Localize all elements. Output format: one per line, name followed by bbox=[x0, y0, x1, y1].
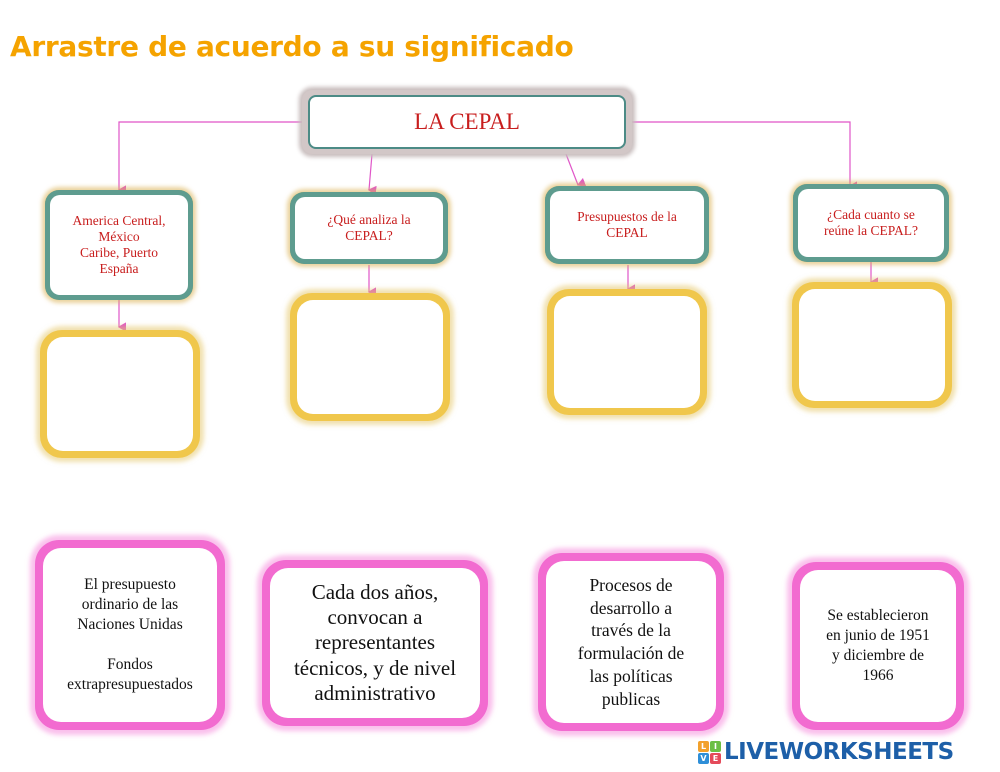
connector-root-to-q3 bbox=[565, 153, 587, 187]
card-4-line: 1966 bbox=[862, 667, 894, 685]
question-box-2: ¿Qué analiza la CEPAL? bbox=[290, 192, 448, 264]
card-1-line: El presupuesto bbox=[84, 575, 176, 593]
question-4-line: ¿Cada cuanto se bbox=[827, 206, 915, 222]
answer-card-1[interactable]: El presupuesto ordinario de las Naciones… bbox=[35, 540, 225, 730]
question-box-1: America Central, México Caribe, Puerto E… bbox=[45, 190, 193, 300]
question-1-line: Caribe, Puerto bbox=[80, 245, 158, 260]
question-3-line: Presupuestos de la bbox=[577, 208, 677, 224]
card-2-line: Cada dos años, bbox=[311, 580, 439, 605]
question-box-4: ¿Cada cuanto se reúne la CEPAL? bbox=[793, 184, 949, 262]
connector-root-to-q1 bbox=[117, 121, 302, 195]
card-2-line: representantes bbox=[314, 630, 436, 655]
drop-zone-3[interactable] bbox=[547, 289, 707, 415]
card-4-line: y diciembre de bbox=[831, 647, 925, 664]
answer-card-3[interactable]: Procesos de desarrollo a través de la fo… bbox=[538, 553, 724, 731]
card-1-line: Fondos bbox=[107, 656, 153, 674]
question-1-line: America Central, bbox=[72, 212, 166, 228]
connector-root-to-q4 bbox=[632, 121, 858, 191]
connector-root-to-q2 bbox=[367, 153, 377, 196]
question-1-line: España bbox=[99, 261, 139, 277]
root-node: LA CEPAL bbox=[302, 90, 632, 154]
mark-letter: I bbox=[710, 740, 721, 752]
question-1-line: México bbox=[98, 228, 140, 244]
question-2-line: ¿Qué analiza la bbox=[327, 211, 411, 227]
card-3-line: través de la bbox=[591, 620, 671, 641]
card-1-line: extrapresupuestados bbox=[67, 676, 193, 694]
drop-zone-2[interactable] bbox=[290, 293, 450, 421]
card-2-line: convocan a bbox=[327, 605, 423, 630]
card-3-line: publicas bbox=[601, 688, 661, 709]
answer-card-4[interactable]: Se establecieron en junio de 1951 y dici… bbox=[792, 562, 964, 730]
card-4-line: en junio de 1951 bbox=[826, 626, 930, 644]
card-3-line: formulación de bbox=[577, 643, 685, 663]
mark-letter: V bbox=[698, 752, 709, 764]
card-1-line: Naciones Unidas bbox=[77, 615, 183, 633]
drop-zone-4[interactable] bbox=[792, 282, 952, 408]
logo-text: LIVEWORKSHEETS bbox=[724, 739, 954, 765]
liveworksheets-logo: L I V E LIVEWORKSHEETS bbox=[698, 738, 954, 766]
mark-letter: E bbox=[710, 752, 721, 764]
card-3-line: las políticas bbox=[589, 665, 673, 686]
root-label: LA CEPAL bbox=[308, 95, 626, 149]
card-2-line: técnicos, y de nivel bbox=[293, 655, 457, 680]
card-3-line: Procesos de bbox=[589, 574, 673, 595]
question-3-line: CEPAL bbox=[606, 225, 648, 240]
card-2-line: administrativo bbox=[314, 680, 436, 705]
card-4-line: Se establecieron bbox=[827, 606, 929, 624]
card-3-line: desarrollo a bbox=[589, 597, 673, 618]
page-title: Arrastre de acuerdo a su significado bbox=[10, 30, 574, 63]
question-2-line: CEPAL? bbox=[345, 228, 393, 243]
question-box-3: Presupuestos de la CEPAL bbox=[545, 186, 709, 264]
question-4-line: reúne la CEPAL? bbox=[824, 223, 918, 238]
card-1-line: ordinario de las bbox=[81, 595, 179, 613]
live-mark-icon: L I V E bbox=[698, 740, 721, 764]
drop-zone-1[interactable] bbox=[40, 330, 200, 458]
mark-letter: L bbox=[698, 740, 709, 752]
answer-card-2[interactable]: Cada dos años, convocan a representantes… bbox=[262, 560, 488, 726]
